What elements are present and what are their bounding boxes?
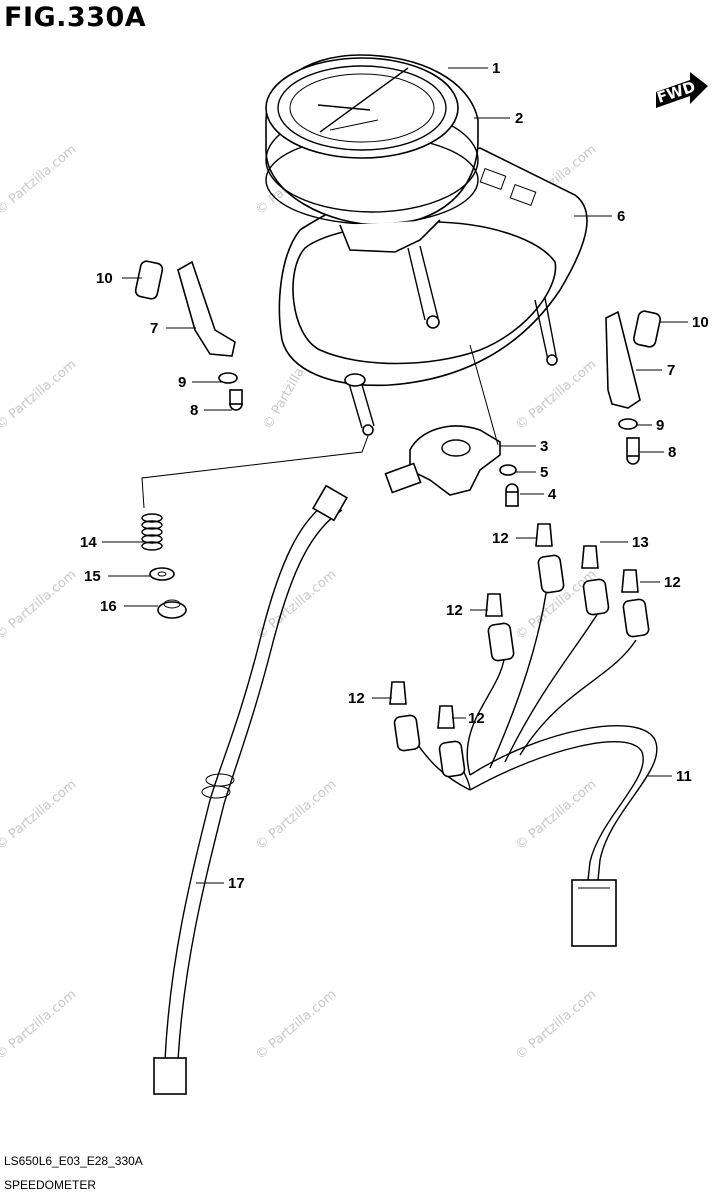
callout-10-left: 10 — [96, 270, 113, 287]
callout-9-right: 9 — [656, 417, 664, 434]
assembly-line — [141, 435, 369, 509]
cable-stem — [344, 373, 375, 436]
callout-17: 17 — [228, 875, 245, 892]
watermark: © Partzilla.com — [253, 567, 339, 643]
watermark: © Partzilla.com — [513, 987, 599, 1063]
right-grommet — [633, 310, 661, 348]
callout-8-left: 8 — [190, 402, 198, 419]
bulb — [535, 523, 565, 594]
callout-16: 16 — [100, 598, 117, 615]
callout-15: 15 — [84, 568, 101, 585]
left-bracket — [177, 260, 236, 357]
watermark: © Partzilla.com — [513, 357, 599, 433]
bulb — [581, 545, 610, 616]
leader-lines — [102, 67, 688, 884]
callout-7-left: 7 — [150, 320, 158, 337]
watermark: © Partzilla.com — [0, 142, 79, 218]
callout-5: 5 — [540, 464, 548, 481]
left-washer — [218, 372, 238, 384]
watermark: © Partzilla.com — [513, 777, 599, 853]
fwd-arrow-icon: FWD — [655, 72, 708, 108]
bulb — [621, 569, 650, 638]
callout-11: 11 — [676, 768, 692, 785]
cable-washer — [149, 567, 175, 581]
watermark: © Partzilla.com — [253, 777, 339, 853]
speedometer-lens — [265, 57, 459, 159]
bulb — [485, 593, 515, 662]
callout-12: 12 — [446, 602, 463, 619]
left-grommet — [134, 260, 164, 300]
callout-12: 12 — [468, 710, 485, 727]
watermark: © Partzilla.com — [0, 357, 79, 433]
assembly-line — [469, 344, 499, 446]
figure-title: FIG.330A — [4, 2, 147, 33]
bulb — [389, 681, 421, 752]
callout-7-right: 7 — [667, 362, 675, 379]
left-bolt — [229, 389, 243, 411]
callout-10-right: 10 — [692, 314, 709, 331]
watermark: © Partzilla.com — [253, 987, 339, 1063]
figure-name: SPEEDOMETER — [4, 1178, 97, 1192]
figure-code: LS650L6_E03_E28_330A — [4, 1154, 143, 1168]
callout-4: 4 — [548, 486, 557, 503]
right-bracket — [605, 310, 641, 409]
callout-1: 1 — [492, 60, 500, 77]
right-washer — [618, 418, 638, 430]
callout-3: 3 — [540, 438, 548, 455]
watermark: © Partzilla.com — [0, 777, 79, 853]
wiring-harness — [409, 579, 658, 947]
callout-8-right: 8 — [668, 444, 676, 461]
callout-14: 14 — [80, 534, 97, 551]
callouts: 1 2 3 4 5 6 7 7 8 8 9 9 10 10 11 12 12 1… — [80, 60, 709, 892]
washer — [499, 464, 517, 476]
callout-12: 12 — [664, 574, 681, 591]
callout-6: 6 — [617, 208, 625, 225]
right-bolt — [626, 437, 640, 465]
callout-12: 12 — [348, 690, 365, 707]
callout-9-left: 9 — [178, 374, 186, 391]
watermark: © Partzilla.com — [0, 567, 79, 643]
callout-12: 12 — [492, 530, 509, 547]
speedometer-cable — [153, 484, 348, 1095]
watermark: © Partzilla.com — [0, 987, 79, 1063]
callout-13: 13 — [632, 534, 649, 551]
bulb — [437, 705, 466, 778]
bolt — [505, 483, 519, 507]
cable-cap — [157, 599, 187, 619]
callout-2: 2 — [515, 110, 523, 127]
speedometer-gearbox — [384, 425, 501, 496]
spring — [141, 513, 163, 551]
